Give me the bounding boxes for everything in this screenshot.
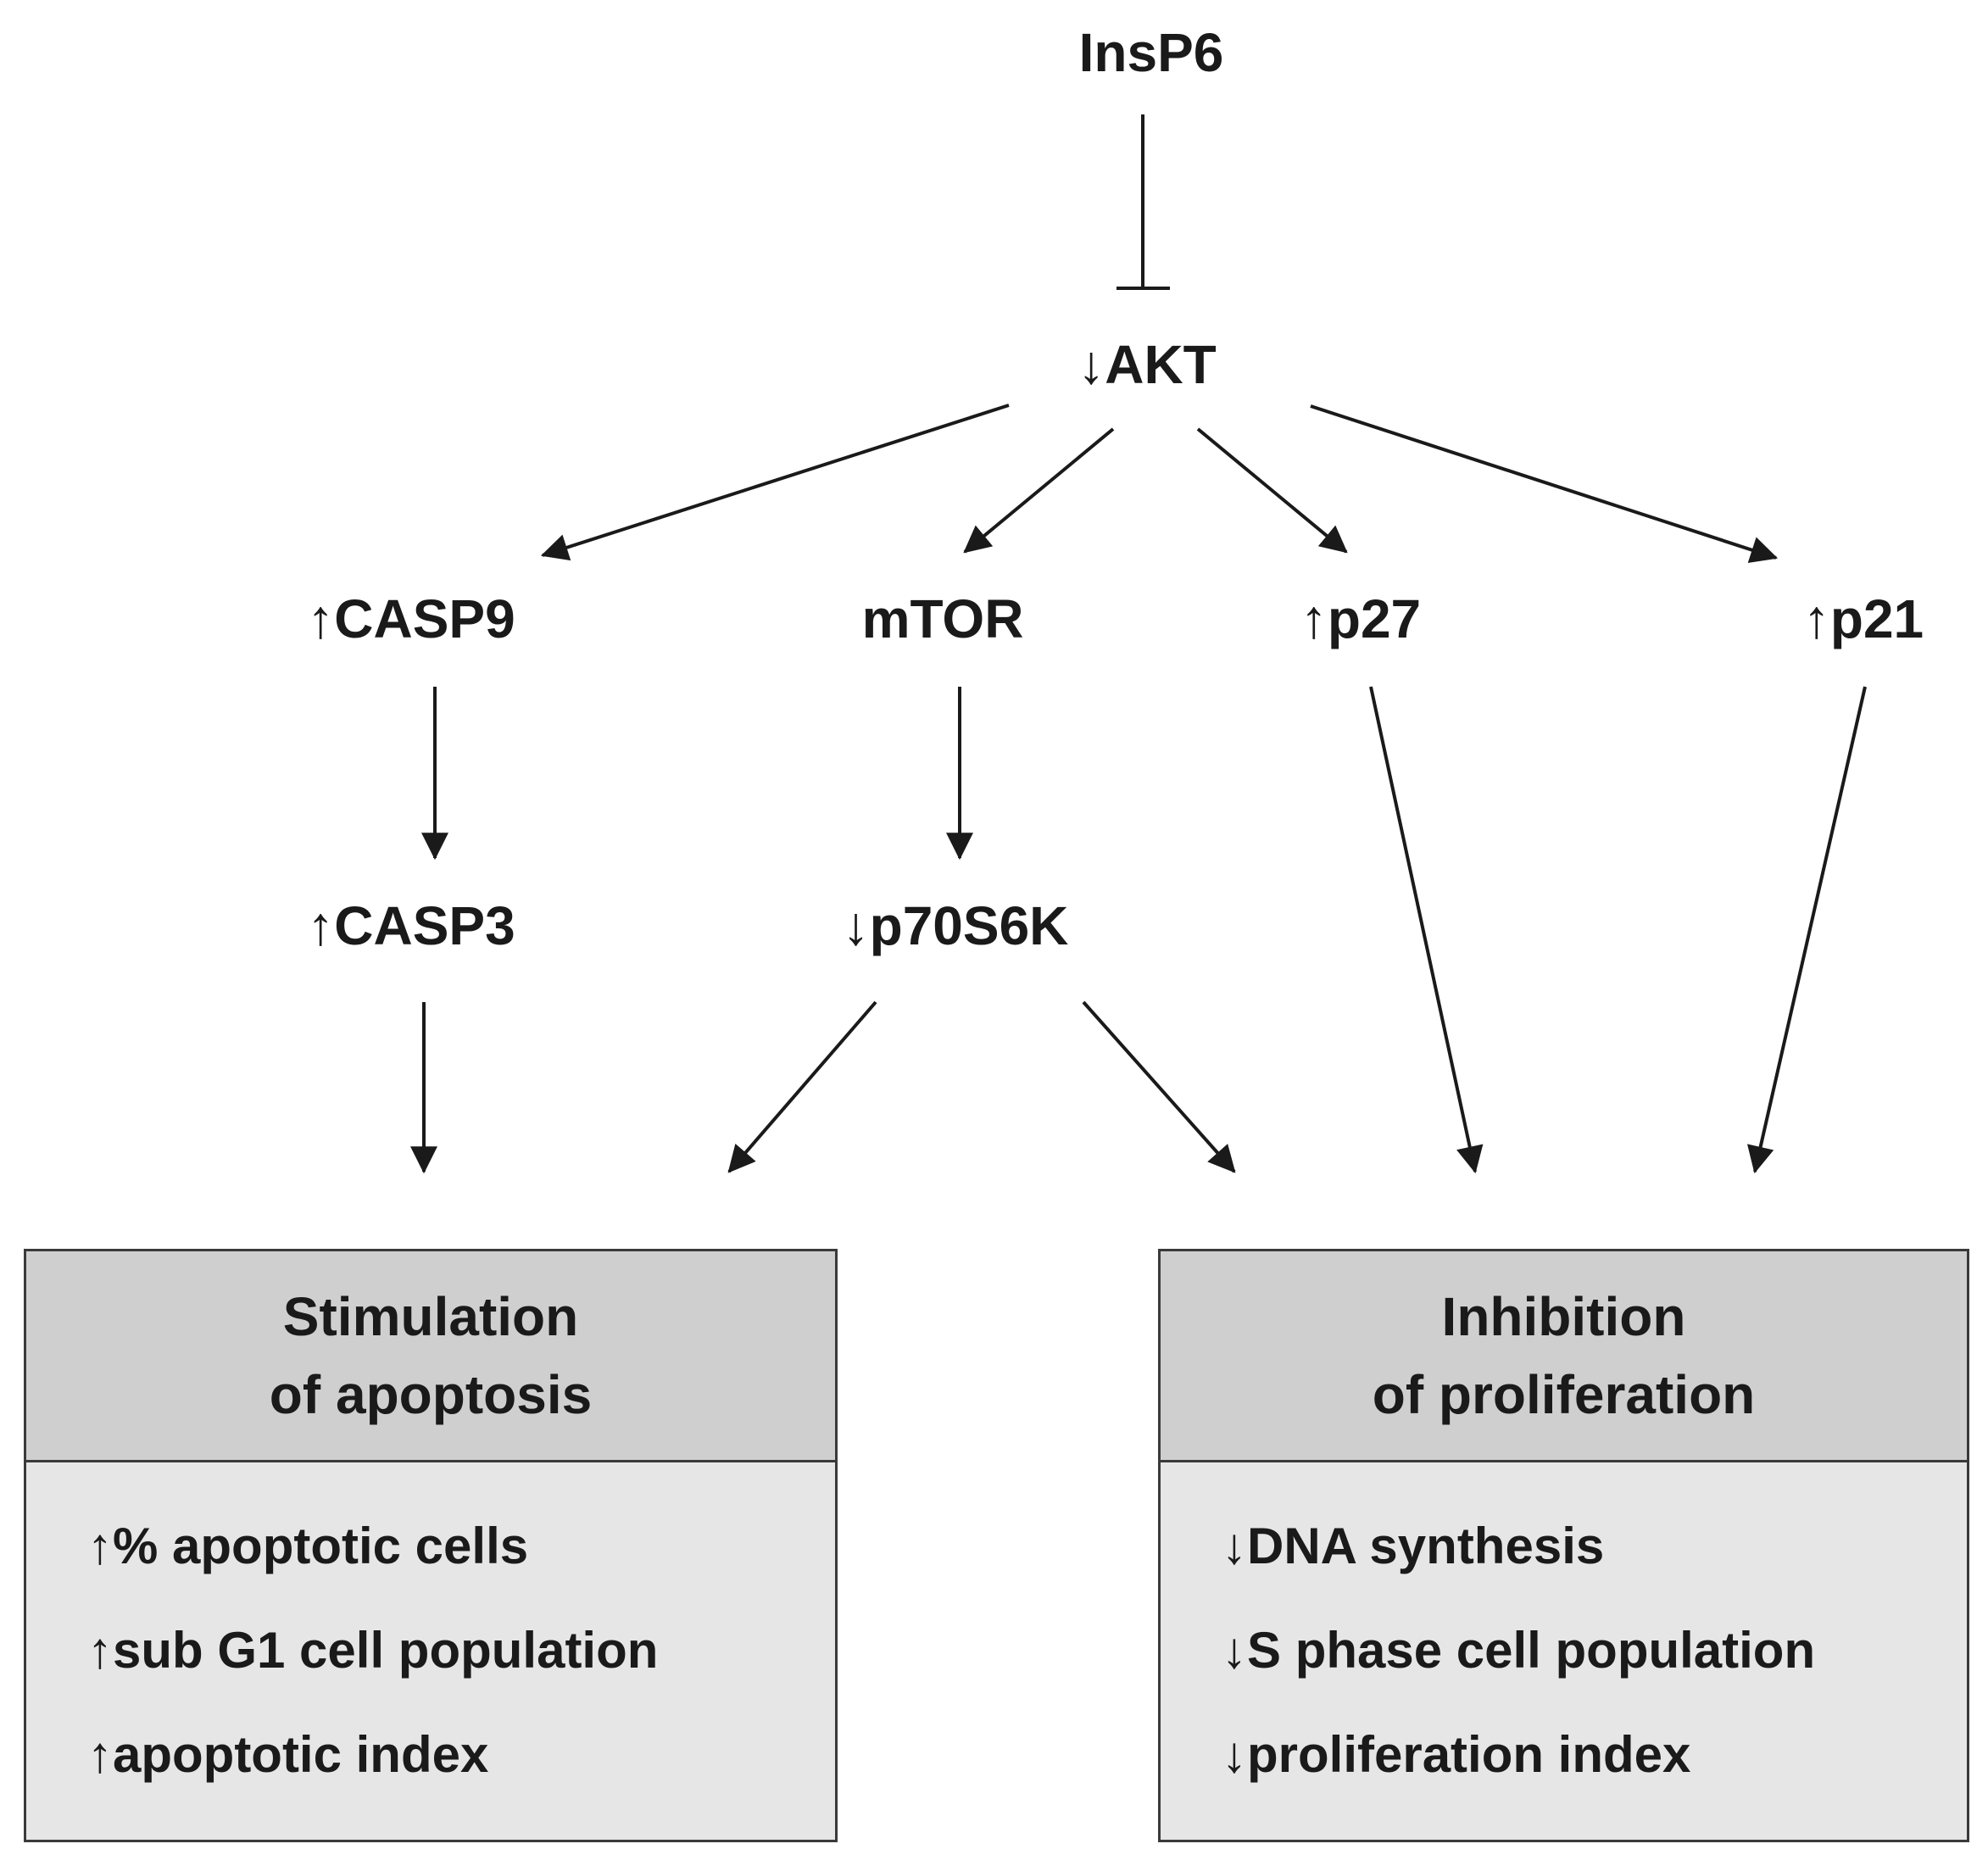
apoptosis-item: ↑sub G1 cell population: [87, 1622, 659, 1679]
arrow-akt-mtor: [963, 427, 1115, 554]
node-p27: ↑p27: [1300, 588, 1422, 649]
apoptosis-box-header: Stimulation of apoptosis: [26, 1251, 835, 1462]
arrow-akt-p21: [1310, 404, 1779, 563]
apoptosis-title-line1: Stimulation: [282, 1286, 579, 1347]
node-p70s6k: ↓p70S6K: [842, 895, 1069, 956]
arrow-p70s6k-apoptosis: [727, 1000, 877, 1173]
node-akt: ↓AKT: [1078, 334, 1217, 395]
proliferation-item: ↓S phase cell population: [1222, 1622, 1816, 1679]
apoptosis-item: ↑apoptotic index: [87, 1726, 489, 1783]
proliferation-box-header: Inhibition of proliferation: [1161, 1251, 1967, 1462]
arrow-p27-proliferation: [1369, 686, 1484, 1174]
node-casp9: ↑CASP9: [307, 588, 515, 649]
proliferation-title-line1: Inhibition: [1441, 1286, 1686, 1347]
node-mtor: mTOR: [861, 588, 1024, 649]
proliferation-items: ↓DNA synthesis ↓S phase cell population …: [1222, 1521, 1950, 1834]
node-casp3: ↑CASP3: [307, 895, 515, 956]
node-insp6: InsP6: [1078, 22, 1224, 83]
apoptosis-item: ↑% apoptotic cells: [87, 1518, 529, 1574]
proliferation-item: ↓DNA synthesis: [1222, 1518, 1605, 1574]
arrow-p70s6k-proliferation: [1082, 1000, 1236, 1173]
apoptosis-items: ↑% apoptotic cells ↑sub G1 cell populati…: [87, 1521, 818, 1834]
arrow-p21-proliferation: [1747, 686, 1867, 1174]
proliferation-item: ↓proliferation index: [1222, 1726, 1691, 1783]
apoptosis-box: Stimulation of apoptosis ↑% apoptotic ce…: [24, 1249, 838, 1842]
proliferation-box: Inhibition of proliferation ↓DNA synthes…: [1158, 1249, 1969, 1842]
arrow-akt-casp9: [540, 404, 1010, 561]
proliferation-title-line2: of proliferation: [1372, 1364, 1756, 1425]
arrow-akt-p27: [1196, 427, 1348, 554]
apoptosis-title-line2: of apoptosis: [269, 1364, 593, 1425]
node-p21: ↑p21: [1802, 588, 1924, 649]
